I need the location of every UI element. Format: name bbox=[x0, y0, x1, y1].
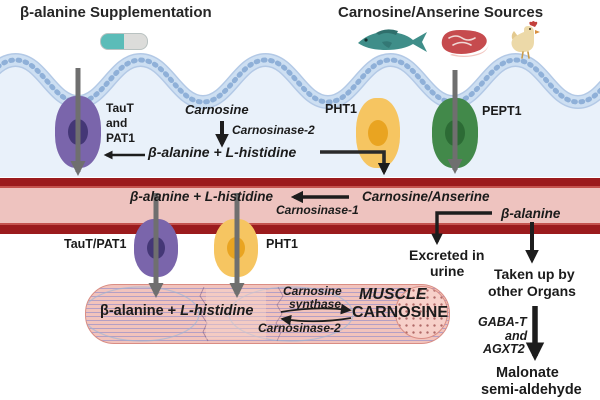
transporter-core bbox=[227, 237, 245, 259]
muscle-beta-part: β-alanine + bbox=[100, 303, 181, 319]
lumen-carnosinase2-label: Carnosinase-2 bbox=[232, 123, 315, 137]
meat-icon bbox=[441, 30, 489, 57]
blood-vessel bbox=[0, 178, 600, 234]
muscle-fiber bbox=[85, 284, 450, 344]
chicken-icon bbox=[511, 21, 540, 59]
vessel-carnosinase1-label: Carnosinase-1 bbox=[276, 203, 359, 217]
muscle-cross-section bbox=[395, 286, 448, 339]
vessel-carnosine-anserine-label: Carnosine/Anserine bbox=[362, 189, 490, 204]
enzyme-gabat-label: GABA-T bbox=[478, 315, 527, 329]
transporter-core bbox=[68, 119, 88, 145]
right-title: Carnosine/Anserine Sources bbox=[338, 4, 544, 21]
pht1-apical-label: PHT1 bbox=[325, 102, 357, 116]
fish-icon bbox=[358, 29, 427, 52]
transporter-pht1-apical bbox=[356, 98, 400, 168]
muscle-texture bbox=[86, 286, 354, 342]
carnosine-synthase-line1: Carnosine bbox=[283, 284, 342, 298]
carnosine-synthase-line2: synthase bbox=[289, 297, 342, 311]
malonate-line2: semi-aldehyde bbox=[481, 382, 582, 398]
lumen-breakdown-label: β-alanine + L-histidine bbox=[148, 144, 297, 160]
taut-line3: PAT1 bbox=[106, 131, 135, 145]
excreted-line1: Excreted in bbox=[409, 247, 485, 263]
taut-pat1-apical-label: TauT and PAT1 bbox=[106, 101, 135, 146]
taken-up-line1: Taken up by bbox=[494, 266, 575, 282]
transporter-core bbox=[445, 120, 465, 146]
left-title: β-alanine Supplementation bbox=[20, 4, 212, 21]
transporter-pht1-basolateral bbox=[214, 219, 258, 277]
enzyme-agxt2-label: AGXT2 bbox=[483, 342, 525, 356]
taken-up-line2: other Organs bbox=[488, 283, 576, 299]
pept1-apical-label: PEPT1 bbox=[482, 104, 522, 118]
excreted-line2: urine bbox=[430, 263, 465, 279]
malonate-line1: Malonate bbox=[496, 365, 559, 381]
muscle-name-line2: CARNOSINE bbox=[352, 304, 449, 321]
taut-line1: TauT bbox=[106, 101, 134, 115]
pill-icon bbox=[100, 33, 148, 50]
taut-pat1-basolateral-label: TauT/PAT1 bbox=[64, 237, 127, 251]
muscle-name-line1: MUSCLE bbox=[359, 286, 427, 303]
transporter-taut-pat1-apical bbox=[55, 96, 101, 168]
vessel-beta-his-label: β-alanine + L-histidine bbox=[130, 189, 274, 204]
muscle-beta-his-label: β-alanine + L-histidine bbox=[100, 303, 253, 319]
transporter-core bbox=[368, 120, 388, 146]
transporter-taut-pat1-basolateral bbox=[134, 219, 178, 277]
transporter-pept1-apical bbox=[432, 98, 478, 168]
pht1-basolateral-label: PHT1 bbox=[266, 237, 298, 251]
lumen-carnosine-label: Carnosine bbox=[185, 102, 249, 117]
transporter-core bbox=[147, 237, 165, 259]
vessel-beta-alanine-label: β-alanine bbox=[501, 206, 561, 221]
muscle-carnosinase2-label: Carnosinase-2 bbox=[258, 321, 341, 335]
enzyme-and-label: and bbox=[505, 329, 528, 343]
muscle-his-part: L-histidine bbox=[180, 303, 254, 319]
taut-line2: and bbox=[106, 116, 128, 130]
